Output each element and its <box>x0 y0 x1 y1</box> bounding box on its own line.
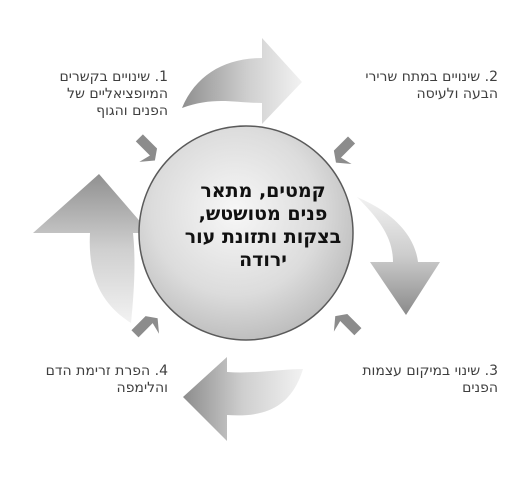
label-line: והלימפה <box>116 380 168 396</box>
label-item-2: 2. שינויים במתח שרירי הבעה ולעיסה <box>320 69 498 103</box>
triangle-pointer-icon <box>135 134 158 162</box>
center-text: קמטים, מתאר פנים מטושטש, בצקות ותזונת עו… <box>163 180 363 272</box>
center-text-line: ירודה <box>239 249 287 271</box>
label-item-1: 1. שינויים בקשרים המיופציאליים של הפנים … <box>10 69 168 120</box>
label-line: הפנים <box>462 380 498 396</box>
curved-arrow-bottom-icon <box>183 357 303 441</box>
triangle-pointer-icon <box>333 313 362 336</box>
label-line: 4. הפרת זרימת הדם <box>45 363 168 379</box>
label-line: המיופציאליים של <box>67 86 168 102</box>
center-text-line: קמטים, מתאר <box>200 180 326 202</box>
center-circle <box>138 125 354 341</box>
triangle-pointer-icon <box>333 136 356 165</box>
curved-arrow-left-icon <box>33 174 150 323</box>
label-line: 2. שינויים במתח שרירי <box>365 69 498 85</box>
label-line: הפנים והגוף <box>96 103 168 119</box>
label-item-3: 3. שינוי במיקום עצמות הפנים <box>320 363 498 397</box>
triangle-pointer-icon <box>131 316 160 338</box>
label-line: 1. שינויים בקשרים <box>59 69 168 85</box>
center-text-line: פנים מטושטש, <box>198 203 328 225</box>
center-text-line: בצקות ותזונת עור <box>184 226 342 248</box>
label-item-4: 4. הפרת זרימת הדם והלימפה <box>10 363 168 397</box>
label-line: 3. שינוי במיקום עצמות <box>362 363 498 379</box>
curved-arrow-top-icon <box>182 38 302 124</box>
curved-arrow-right-icon <box>357 197 440 315</box>
label-line: הבעה ולעיסה <box>416 86 499 102</box>
